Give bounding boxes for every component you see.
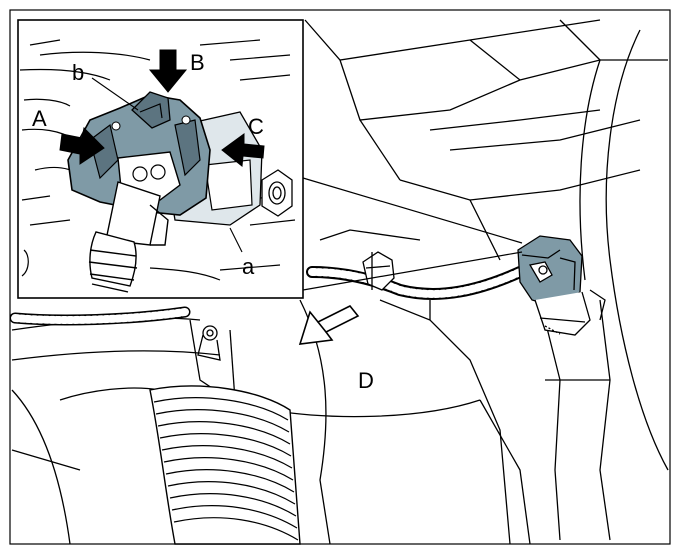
callout-C: C — [248, 114, 264, 139]
callout-B: B — [190, 50, 205, 75]
sensor-connector — [517, 235, 591, 336]
callout-leaders — [91, 77, 243, 253]
wiring-harness — [9, 266, 526, 326]
push-arrow-icon — [59, 49, 265, 167]
inset-pointer-lines — [302, 177, 523, 291]
push-arrow-c-icon — [221, 133, 265, 167]
lock-tab-b — [131, 91, 171, 129]
callout-b: b — [72, 60, 84, 85]
push-arrow-a-icon — [59, 126, 105, 165]
mounting-bolt — [261, 169, 293, 217]
harness-clip — [362, 251, 395, 291]
air-intake-hose — [149, 385, 301, 545]
callout-D: D — [358, 368, 374, 393]
callout-A: A — [32, 106, 47, 131]
direction-arrow-icon — [298, 304, 360, 345]
magnified-inset: b A B C a — [17, 19, 304, 299]
sensor-cable-boot — [88, 181, 169, 293]
engine-bay-background — [11, 19, 669, 545]
callout-a: a — [242, 254, 255, 279]
push-arrow-b-icon — [148, 49, 188, 93]
